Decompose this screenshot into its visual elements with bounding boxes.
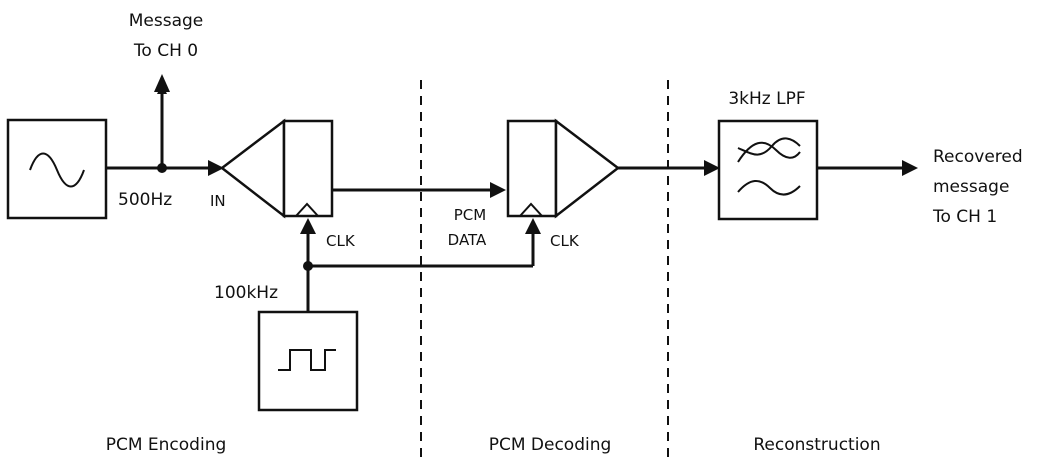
- lpf-label: 3kHz LPF: [728, 89, 805, 109]
- freq-100k-label: 100kHz: [214, 283, 278, 303]
- message-label-line2: To CH 0: [133, 41, 198, 61]
- arrow-head-pcm: [490, 182, 506, 198]
- arrow-head-up: [154, 74, 170, 92]
- recovered-label-line3: To CH 1: [932, 207, 997, 227]
- recovered-label-line1: Recovered: [933, 147, 1023, 167]
- pcm-data-label-line1: PCM: [454, 206, 486, 224]
- clk-decoder-label: CLK: [550, 232, 580, 250]
- clock-source-block: [257, 310, 359, 412]
- arrow-head-clk-dec: [525, 218, 541, 234]
- arrow-head-in: [208, 160, 224, 176]
- encoder-clock-notch: [295, 202, 319, 217]
- sine-wave-icon: [29, 152, 85, 188]
- section-reconstruction: Reconstruction: [753, 435, 880, 455]
- freq-500-label: 500Hz: [118, 190, 172, 210]
- lpf-block: [717, 119, 819, 221]
- message-label-line1: Message: [129, 11, 204, 31]
- in-label: IN: [210, 192, 226, 210]
- pcm-decoder-block: [506, 118, 621, 219]
- sine-source-block: [6, 118, 108, 220]
- lowpass-filter-icon: [737, 137, 801, 196]
- square-wave-icon: [278, 349, 336, 371]
- recovered-label-line2: message: [933, 177, 1009, 197]
- decoder-clock-notch: [519, 202, 543, 217]
- pcm-encoder-block: [219, 118, 334, 219]
- arrow-head-lpf: [704, 160, 720, 176]
- pcm-data-label-line2: DATA: [448, 231, 487, 249]
- arrow-head-out: [902, 160, 918, 176]
- clk-encoder-label: CLK: [326, 232, 356, 250]
- arrow-head-clk-enc: [300, 218, 316, 234]
- section-pcm-decoding: PCM Decoding: [489, 435, 612, 455]
- section-pcm-encoding: PCM Encoding: [106, 435, 227, 455]
